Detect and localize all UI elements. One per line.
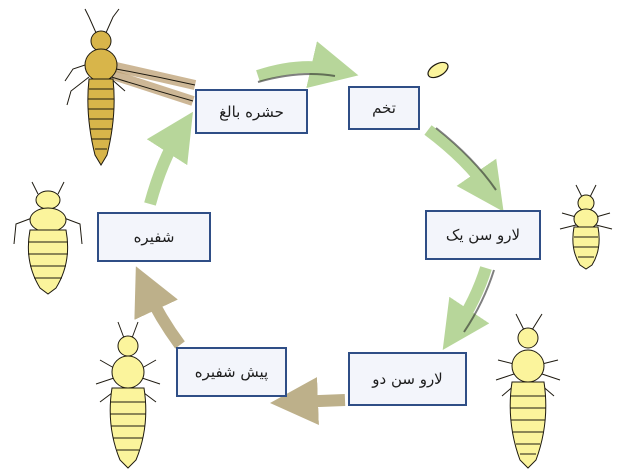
arrow-adult-to-egg	[256, 41, 359, 89]
stage-label-larva1: لارو سن یک	[445, 226, 521, 244]
stage-box-larva1: لارو سن یک	[425, 210, 541, 260]
stage-label-prepupa: پیش شفیره	[194, 363, 269, 381]
stage-label-pupa: شفیره	[133, 228, 175, 246]
arrow-pupa-to-adult	[144, 111, 193, 206]
egg-icon	[427, 61, 449, 79]
stage-label-larva2: لارو سن دو	[372, 370, 443, 388]
arrow-larva2-to-prepupa	[270, 377, 346, 426]
stage-box-larva2: لارو سن دو	[348, 352, 467, 406]
adult-thrips-icon	[64, 8, 197, 166]
arrow-egg-to-larva1	[424, 125, 504, 212]
stage-box-pupa: شفیره	[97, 212, 211, 262]
larva2-icon	[495, 313, 561, 469]
arrow-prepupa-to-pupa	[134, 266, 185, 349]
stage-box-prepupa: پیش شفیره	[176, 347, 287, 397]
larva1-icon	[559, 184, 613, 270]
pupa-icon	[13, 181, 83, 295]
prepupa-icon	[95, 321, 161, 469]
arrow-larva1-to-larva2	[442, 266, 495, 350]
stage-box-adult: حشره بالغ	[195, 89, 308, 134]
stage-box-egg: تخم	[348, 86, 420, 130]
stage-label-adult: حشره بالغ	[219, 102, 284, 121]
stage-label-egg: تخم	[372, 99, 396, 117]
